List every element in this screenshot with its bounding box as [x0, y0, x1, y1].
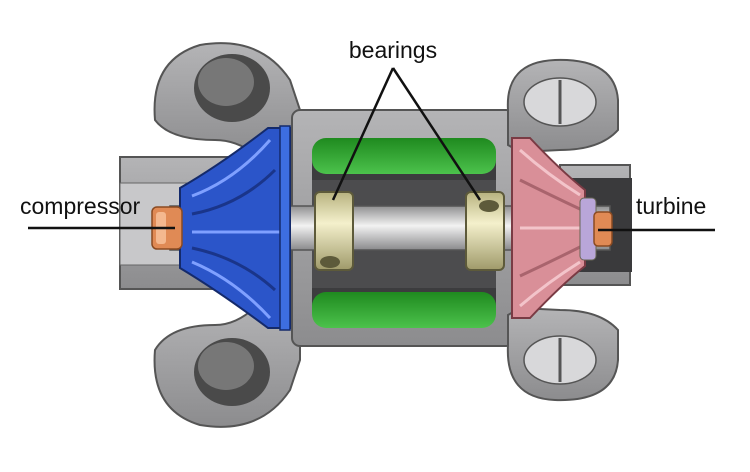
bearing-right-oil-hole	[479, 200, 499, 212]
turbine-label: turbine	[636, 193, 706, 219]
turbine-blade	[519, 244, 583, 278]
compressor-blade	[191, 168, 277, 216]
compressor-wheel	[179, 125, 291, 331]
turbine-housing	[506, 58, 632, 402]
compressor-blade	[191, 260, 272, 320]
bearings-leader-right	[391, 67, 482, 201]
turbine-blade	[519, 260, 581, 308]
bearing-left-body	[314, 191, 354, 271]
turbine-blade	[519, 148, 581, 197]
compressor-scroll-top-highlight	[198, 58, 254, 106]
oil-passage-top	[312, 138, 496, 174]
bearings-leader-left	[331, 67, 395, 201]
leader-lines	[28, 67, 715, 232]
bearing-left-oil-hole	[320, 256, 340, 268]
compressor-backplate	[279, 125, 291, 331]
compressor-label: compressor	[20, 193, 140, 219]
bearing-right	[465, 191, 505, 271]
compressor-blade	[191, 139, 272, 198]
turbine-blade	[519, 178, 583, 212]
bearings-label: bearings	[349, 37, 437, 63]
compressor-scroll-bottom-highlight	[198, 342, 254, 390]
compressor-blade	[191, 246, 277, 292]
oil-passage-bottom	[312, 292, 496, 328]
bearing-right-body	[465, 191, 505, 271]
turbine-wheel	[511, 137, 597, 319]
bearing-left	[314, 191, 354, 271]
